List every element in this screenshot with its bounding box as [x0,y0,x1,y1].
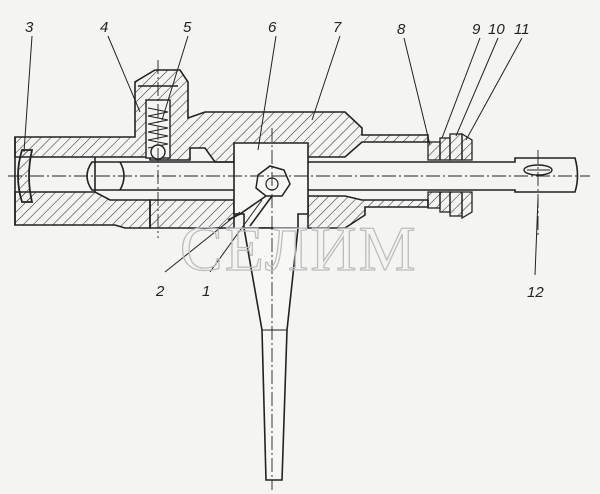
watermark-text: СЕЛИМ [180,213,417,284]
seal-ring-9 [439,137,451,161]
housing-lower-wall [14,191,151,229]
seal-ring-11 [461,132,473,161]
label-11: 11 [514,21,530,38]
seal-ring-8-lower [427,191,441,209]
housing-upper-wall [14,69,429,163]
label-3: 3 [25,19,34,36]
housing [14,69,429,229]
leader-lines [23,35,539,276]
spring-icon [147,107,169,149]
seal-pack [427,132,473,220]
label-10: 10 [488,21,505,38]
seal-ring-11-lower [461,191,473,220]
label-7: 7 [333,19,342,36]
housing-lower-right [149,199,235,229]
label-4: 4 [100,19,108,36]
label-1: 1 [202,283,210,300]
label-5: 5 [183,19,192,36]
label-12: 12 [527,284,544,301]
label-6: 6 [268,19,277,36]
label-2: 2 [155,283,165,300]
shaft [86,157,579,193]
label-9: 9 [472,21,481,38]
housing-lower-wall-right [307,195,429,229]
seal-ring-10 [449,133,463,161]
seal-ring-10-lower [449,191,463,217]
seal-ring-9-lower [439,191,451,213]
label-8: 8 [397,21,406,38]
lever [227,142,309,481]
bolt-head-icon [255,165,291,197]
shaft-body [86,157,579,193]
